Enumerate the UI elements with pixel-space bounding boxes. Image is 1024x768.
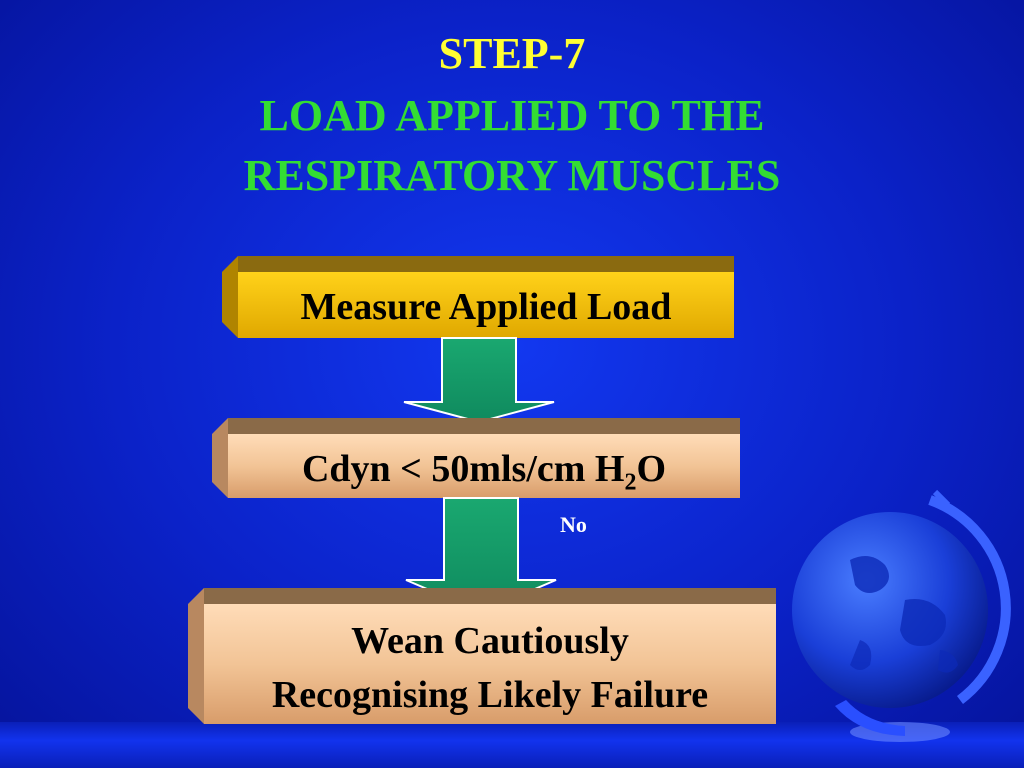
arrow-down-1	[403, 337, 555, 424]
slide-title-line-1: LOAD APPLIED TO THE	[259, 91, 765, 140]
cdyn-text-end: O	[636, 448, 667, 490]
no-label: No	[560, 512, 587, 537]
cdyn-text: Cdyn < 50mls/cm H	[301, 448, 625, 490]
wean-line-1: Wean Cautiously	[351, 620, 629, 662]
box-wean-cautiously-label: Wean Cautiously Recognising Likely Failu…	[204, 614, 776, 720]
box-cdyn-label: Cdyn < 50mls/cm H2O	[228, 442, 740, 496]
slide-step-title: STEP-7	[438, 29, 586, 78]
slide-title-line-2: RESPIRATORY MUSCLES	[243, 151, 781, 200]
box-cdyn	[212, 418, 740, 498]
box-wean-cautiously	[188, 588, 776, 724]
box-measure-applied-load	[222, 256, 734, 338]
cdyn-subscript: 2	[624, 469, 637, 496]
wean-line-2: Recognising Likely Failure	[271, 674, 709, 716]
box-measure-applied-load-label: Measure Applied Load	[300, 286, 672, 328]
